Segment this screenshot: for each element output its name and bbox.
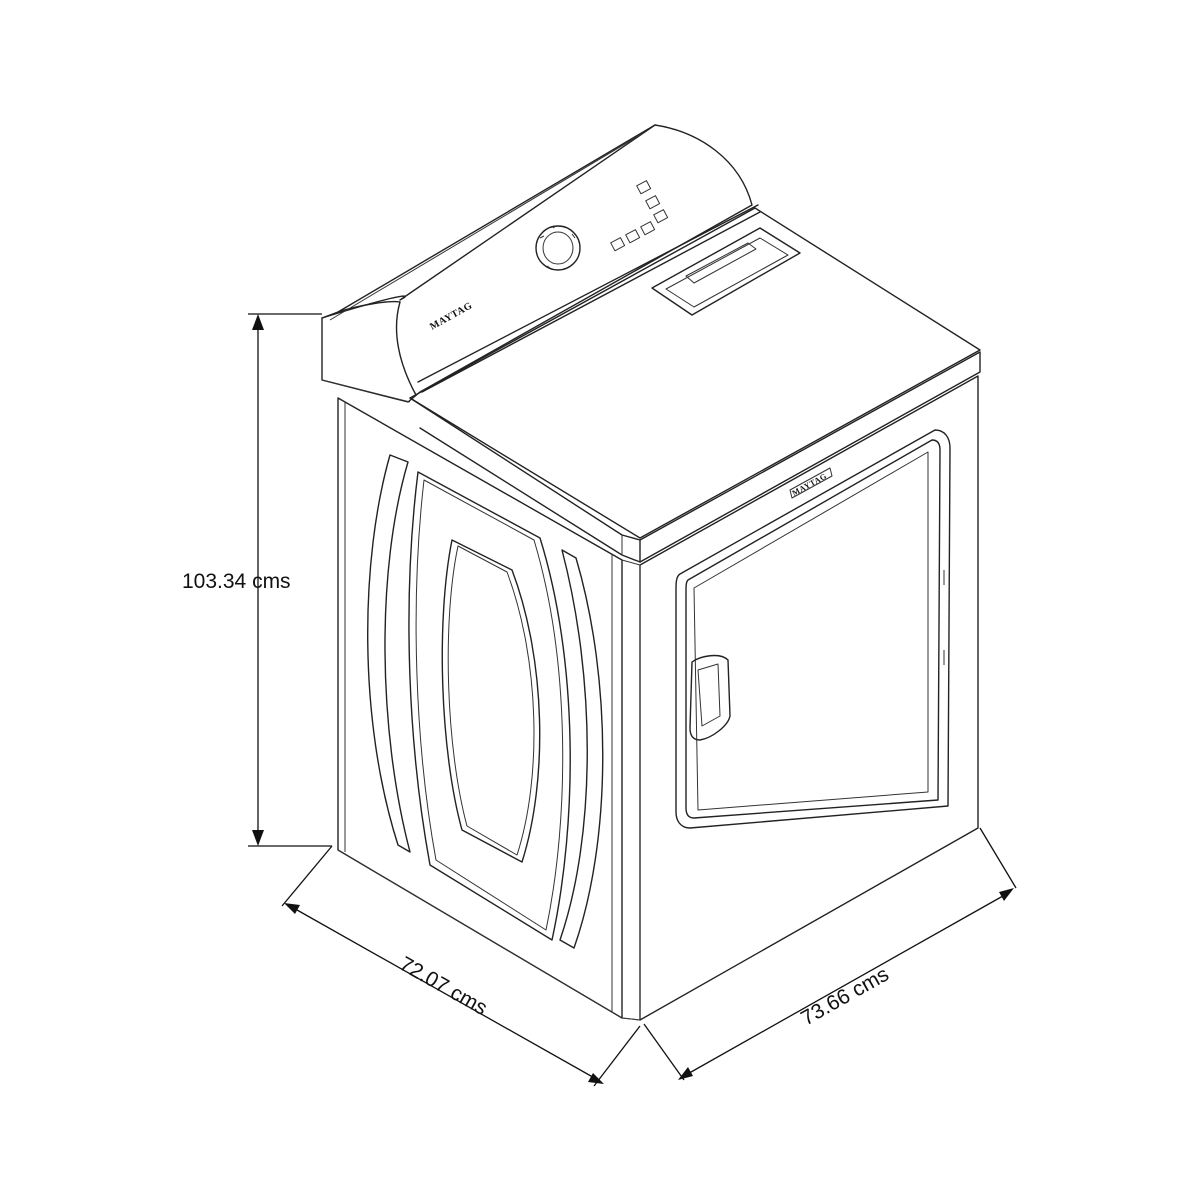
lint-filter[interactable] <box>651 227 801 316</box>
door-handle[interactable] <box>689 654 731 741</box>
cycle-knob[interactable] <box>535 225 581 271</box>
depth-dimension-label: 73.66 cms <box>797 963 893 1031</box>
side-access-door[interactable]: MAYTAG <box>675 429 951 829</box>
width-dimension <box>281 845 641 1087</box>
dryer-body: MAYTAG <box>321 124 981 1021</box>
option-buttons[interactable] <box>610 180 669 252</box>
console-logo: MAYTAG <box>428 300 474 332</box>
height-dimension-label: 103.34 cms <box>182 570 291 593</box>
height-dimension <box>248 313 332 847</box>
door-logo-plate: MAYTAG <box>789 467 833 499</box>
front-decorative-panel <box>367 454 604 949</box>
width-dimension-label: 72.07 cms <box>396 952 492 1020</box>
depth-dimension <box>643 827 1017 1081</box>
control-console <box>321 124 753 403</box>
top-lid <box>409 207 981 539</box>
